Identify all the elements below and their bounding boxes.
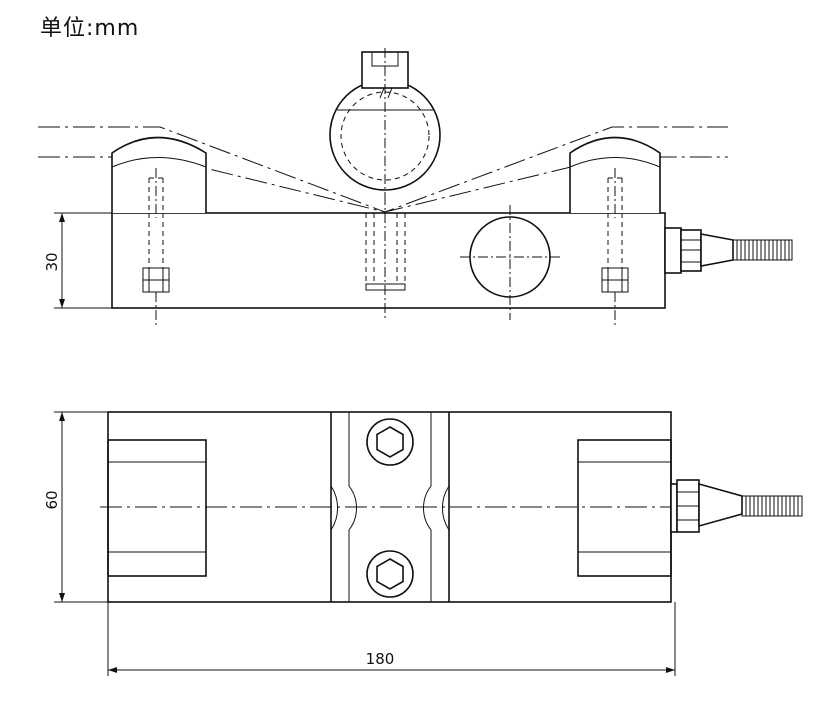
right-pad-top bbox=[577, 439, 672, 577]
loading-pin bbox=[329, 48, 441, 200]
center-saddle-top bbox=[330, 412, 450, 602]
left-pad-top bbox=[107, 439, 207, 577]
beam-body-side bbox=[111, 212, 666, 309]
unit-label: 单位:mm bbox=[40, 16, 140, 41]
hex-socket-screw-bottom bbox=[366, 550, 414, 598]
center-hole-hidden bbox=[365, 195, 406, 320]
left-support-block bbox=[111, 136, 207, 218]
top-view: 60 180 bbox=[43, 411, 803, 676]
dimension-length-label: 180 bbox=[366, 650, 395, 668]
cable-connector-top bbox=[670, 479, 803, 533]
dimension-width-label: 60 bbox=[43, 490, 61, 509]
hex-socket-screw-top bbox=[366, 418, 414, 466]
dimension-length: 180 bbox=[107, 602, 676, 676]
side-view: 30 bbox=[38, 48, 793, 325]
dimension-height: 30 bbox=[43, 212, 112, 309]
left-bolt-hidden bbox=[142, 213, 170, 325]
dimension-height-label: 30 bbox=[43, 252, 61, 271]
cable-connector-side bbox=[664, 227, 793, 274]
right-bolt-hidden bbox=[601, 213, 629, 325]
gauge-pocket-side bbox=[460, 205, 560, 320]
dimension-width: 60 bbox=[43, 411, 108, 603]
right-support-block bbox=[569, 136, 661, 218]
